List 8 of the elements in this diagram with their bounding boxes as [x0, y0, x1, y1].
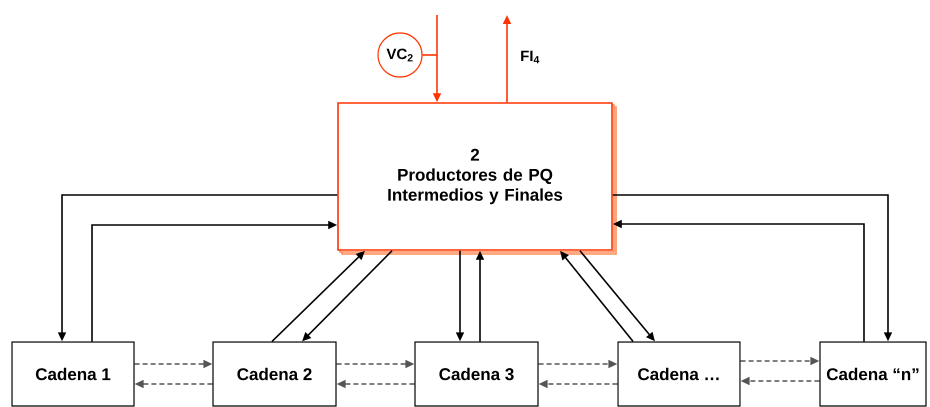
chain-box: Cadena 3 [414, 341, 539, 407]
producer-box: 2 Productores de PQ Intermedios y Finales [337, 102, 617, 255]
connector-line [422, 54, 437, 56]
edge-label: FI$_{4}$ [519, 50, 541, 64]
chain-box: Cadena 1 [11, 341, 135, 407]
chain-box: Cadena … [617, 341, 741, 407]
chain-box: Cadena “n” [819, 341, 927, 407]
chain-box: Cadena 2 [212, 341, 337, 407]
